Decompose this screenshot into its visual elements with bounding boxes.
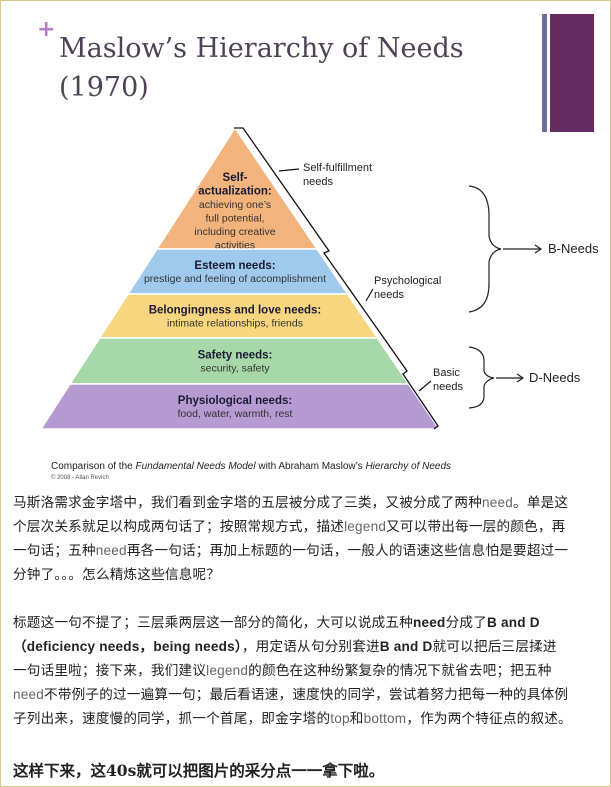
text-segment: 子列出来，速度慢的同学，抓一个首尾，即金字塔的: [13, 711, 331, 727]
text-line: 马斯洛需求金字塔中，我们看到金字塔的五层被分成了三类，又被分成了两种need。单…: [13, 491, 608, 515]
text-line: 标题这一句不提了；三层乘两层这一部分的简化，大可以说成五种need分成了B an…: [13, 611, 608, 635]
slide-title: Maslow’s Hierarchy of Needs: [59, 33, 464, 64]
plus-icon: +: [37, 17, 55, 42]
text-segment: bottom: [363, 711, 407, 726]
text-segment: 不带例子的过一遍算一句；最后看语速，速度快的同学，尝试着努力把每一种的具体例: [44, 687, 569, 703]
arrow-icon: [516, 373, 525, 383]
text-line: 一句话；五种need再各一句话；再加上标题的一句话，一般人的语速这些信息怕是要超…: [13, 539, 608, 563]
b-needs-brace: [468, 185, 502, 313]
text-segment: 再各一句话；再加上标题的一句话，一般人的语速这些信息怕是要超过一: [126, 543, 569, 559]
group-basic: Basic: [433, 367, 460, 379]
b-needs-label: B-Needs: [548, 241, 599, 256]
text-segment: need: [413, 615, 446, 630]
pyramid-diagram: + Maslow’s Hierarchy of Needs (1970) Sel…: [37, 14, 599, 481]
text-segment: 个层次关系就足以构成两句话了；按照常规方式，描述: [13, 519, 345, 535]
text-segment: B and D: [486, 615, 540, 630]
group-bracket: [234, 127, 439, 430]
text-segment: ，作为两个特征点的叙述。: [406, 711, 572, 727]
level-name: actualization:: [198, 185, 271, 197]
d-needs-brace: [468, 346, 495, 409]
slide-title-year: (1970): [59, 72, 149, 103]
group-self-fulfillment-2: needs: [303, 176, 333, 188]
text-segment: B and D: [379, 639, 433, 654]
text-segment: ，用定语从句分别套进: [241, 639, 380, 655]
maslow-figure: + Maslow’s Hierarchy of Needs (1970) Sel…: [1, 1, 610, 483]
text-segment: legend: [206, 663, 249, 678]
text-segment: 一句话；五种: [13, 543, 96, 559]
level-name: Esteem needs:: [194, 260, 275, 272]
text-segment: legend: [344, 519, 387, 534]
text-segment: 。单是这: [513, 495, 569, 511]
level-name: Safety needs:: [198, 350, 273, 362]
level-description: including creative: [194, 226, 275, 238]
text-segment: 分钟了。。。怎么精炼这些信息呢？: [13, 567, 221, 583]
text-segment: 马斯洛需求金字塔中，我们看到金字塔的五层被分成了三类，又被分成了两种: [13, 495, 482, 511]
group-self-fulfillment: Self-fulfillment: [303, 162, 372, 174]
text-segment: 一句话里啦；接下来，我们建议: [13, 663, 207, 679]
d-needs-label: D-Needs: [529, 370, 581, 385]
conclusion-text: 这样下来，这40s就可以把图片的采分点一一拿下啦。: [13, 761, 385, 780]
text-line: 子列出来，速度慢的同学，抓一个首尾，即金字塔的top和bottom，作为两个特征…: [13, 707, 608, 731]
text-line: need不带例子的过一遍算一句；最后看语速，速度快的同学，尝试着努力把每一种的具…: [13, 683, 608, 707]
accent-bar: [550, 14, 594, 132]
level-name: Self-: [223, 172, 248, 184]
group-psychological: Psychological: [374, 275, 441, 287]
level-description: full potential,: [206, 212, 265, 224]
text-segment: 又可以带出每一层的颜色，再: [386, 519, 566, 535]
text-segment: 和: [349, 711, 364, 727]
level-description: prestige and feeling of accomplishment: [144, 273, 326, 285]
figure-caption: Comparison of the Fundamental Needs Mode…: [51, 461, 451, 472]
text-segment: need: [13, 687, 45, 702]
article-text: 马斯洛需求金字塔中，我们看到金字塔的五层被分成了三类，又被分成了两种need。单…: [13, 491, 608, 781]
text-segment: need: [95, 543, 127, 558]
level-description: achieving one’s: [199, 199, 271, 211]
text-segment: need: [482, 495, 514, 510]
level-name: Belongingness and love needs:: [149, 305, 322, 317]
level-description: intimate relationships, friends: [167, 318, 303, 330]
accent-bar-thin: [542, 14, 547, 132]
level-description: security, safety: [200, 363, 270, 375]
paragraph-break: [13, 587, 608, 611]
copyright: © 2008 - Allan Revich: [51, 474, 109, 481]
group-basic-2: needs: [433, 381, 463, 393]
text-line: 分钟了。。。怎么精炼这些信息呢？: [13, 563, 608, 587]
layer-physiological: [39, 383, 441, 430]
text-segment: 就可以把后三层揉进: [432, 639, 557, 655]
text-segment: top: [330, 711, 350, 726]
text-segment: 分成了: [445, 615, 487, 631]
text-segment: 标题这一句不提了；三层乘两层这一部分的简化，大可以说成五种: [13, 615, 414, 631]
text-line: 个层次关系就足以构成两句话了；按照常规方式，描述legend又可以带出每一层的颜…: [13, 515, 608, 539]
text-segment: （deficiency needs，being needs）: [13, 639, 242, 654]
text-line: 一句话里啦；接下来，我们建议legend的颜色在这种纷繁复杂的情况下就省去吧；把…: [13, 659, 608, 683]
arrow-icon: [534, 244, 543, 254]
group-psychological-2: needs: [374, 289, 404, 301]
text-line: （deficiency needs，being needs），用定语从句分别套进…: [13, 635, 608, 659]
level-description: food, water, warmth, rest: [178, 408, 293, 420]
text-segment: 的颜色在这种纷繁复杂的情况下就省去吧；把五种: [248, 663, 552, 679]
level-name: Physiological needs:: [178, 395, 292, 407]
